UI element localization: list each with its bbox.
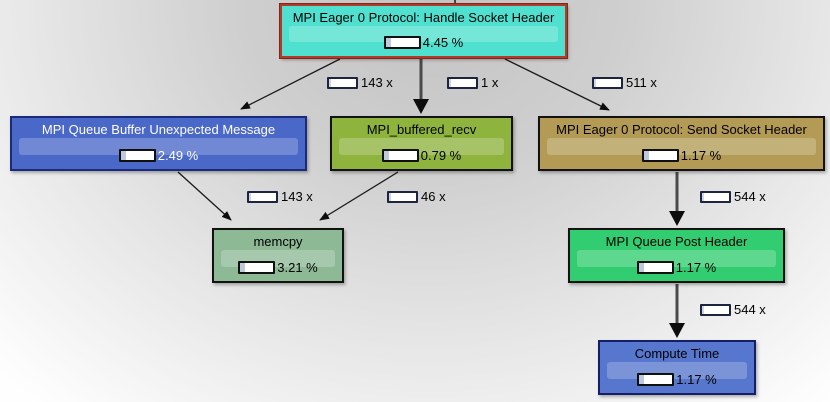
node-percent: 2.49 % xyxy=(157,148,199,163)
node-compute-time[interactable]: Compute Time 1.17 % xyxy=(598,340,756,395)
node-title: MPI Eager 0 Protocol: Send Socket Header xyxy=(556,122,807,137)
node-percent: 0.79 % xyxy=(420,148,462,163)
edge-queue-buffer-to-memcpy xyxy=(177,171,232,221)
node-queue-post-header[interactable]: MPI Queue Post Header 1.17 % xyxy=(568,228,785,283)
edge-count: 46 x xyxy=(421,189,446,204)
count-meter-bar xyxy=(700,190,731,203)
edge-send-socket-to-queue-post-arrowhead xyxy=(669,211,685,226)
edge-label-handle-to-queue-buffer: 143 x xyxy=(327,75,393,90)
edge-queue-post-to-compute-arrowhead xyxy=(669,323,685,338)
node-title: memcpy xyxy=(253,234,303,249)
count-meter-bar xyxy=(447,76,478,89)
count-meter-bar xyxy=(700,303,731,316)
percent-meter-bar xyxy=(381,149,419,162)
node-percent: 1.17 % xyxy=(680,148,722,163)
edge-label-queue-buffer-to-memcpy: 143 x xyxy=(247,189,313,204)
node-mpi-buffered-recv[interactable]: MPI_buffered_recv 0.79 % xyxy=(330,116,513,171)
edge-count: 544 x xyxy=(734,302,766,317)
edge-label-buffered-recv-to-memcpy: 46 x xyxy=(387,189,446,204)
edge-count: 143 x xyxy=(281,189,313,204)
edge-label-handle-to-buffered-recv: 1 x xyxy=(447,75,498,90)
node-percent: 1.17 % xyxy=(676,372,717,387)
percent-meter-bar xyxy=(641,149,679,162)
percent-meter-bar xyxy=(383,36,421,49)
percent-meter-bar xyxy=(238,261,276,274)
edge-buffered-recv-to-memcpy xyxy=(319,171,399,221)
edge-handle-to-queue-buffer xyxy=(240,58,341,110)
node-memcpy[interactable]: memcpy 3.21 % xyxy=(212,228,344,283)
node-percent: 4.45 % xyxy=(422,35,464,50)
percent-meter-bar xyxy=(636,261,674,274)
edge-label-queue-post-to-compute: 544 x xyxy=(700,302,766,317)
node-title: MPI Eager 0 Protocol: Handle Socket Head… xyxy=(292,10,555,25)
edge-label-send-socket-to-queue-post: 544 x xyxy=(700,189,766,204)
edge-handle-to-send-socket xyxy=(504,58,610,111)
edge-count: 143 x xyxy=(361,75,393,90)
percent-meter-bar xyxy=(637,373,675,386)
count-meter-bar xyxy=(327,76,358,89)
node-percent: 1.17 % xyxy=(675,260,717,275)
node-title: Compute Time xyxy=(634,346,720,361)
node-percent: 3.21 % xyxy=(277,260,318,275)
count-meter-bar xyxy=(247,190,278,203)
node-title: MPI Queue Post Header xyxy=(605,234,748,249)
node-title: MPI_buffered_recv xyxy=(366,122,477,137)
edge-count: 1 x xyxy=(481,75,499,90)
count-meter-bar xyxy=(387,190,418,203)
node-queue-buffer-unexpected-message[interactable]: MPI Queue Buffer Unexpected Message 2.49… xyxy=(10,116,307,171)
node-handle-socket-header[interactable]: MPI Eager 0 Protocol: Handle Socket Head… xyxy=(280,4,567,58)
count-meter-bar xyxy=(592,76,623,89)
node-send-socket-header[interactable]: MPI Eager 0 Protocol: Send Socket Header… xyxy=(538,116,825,171)
edge-label-handle-to-send-socket: 511 x xyxy=(592,75,657,90)
edge-count: 544 x xyxy=(734,189,766,204)
edge-count: 511 x xyxy=(626,75,657,90)
node-title: MPI Queue Buffer Unexpected Message xyxy=(41,122,276,137)
percent-meter-bar xyxy=(118,149,156,162)
edge-handle-to-buffered-recv-arrowhead xyxy=(413,99,429,114)
